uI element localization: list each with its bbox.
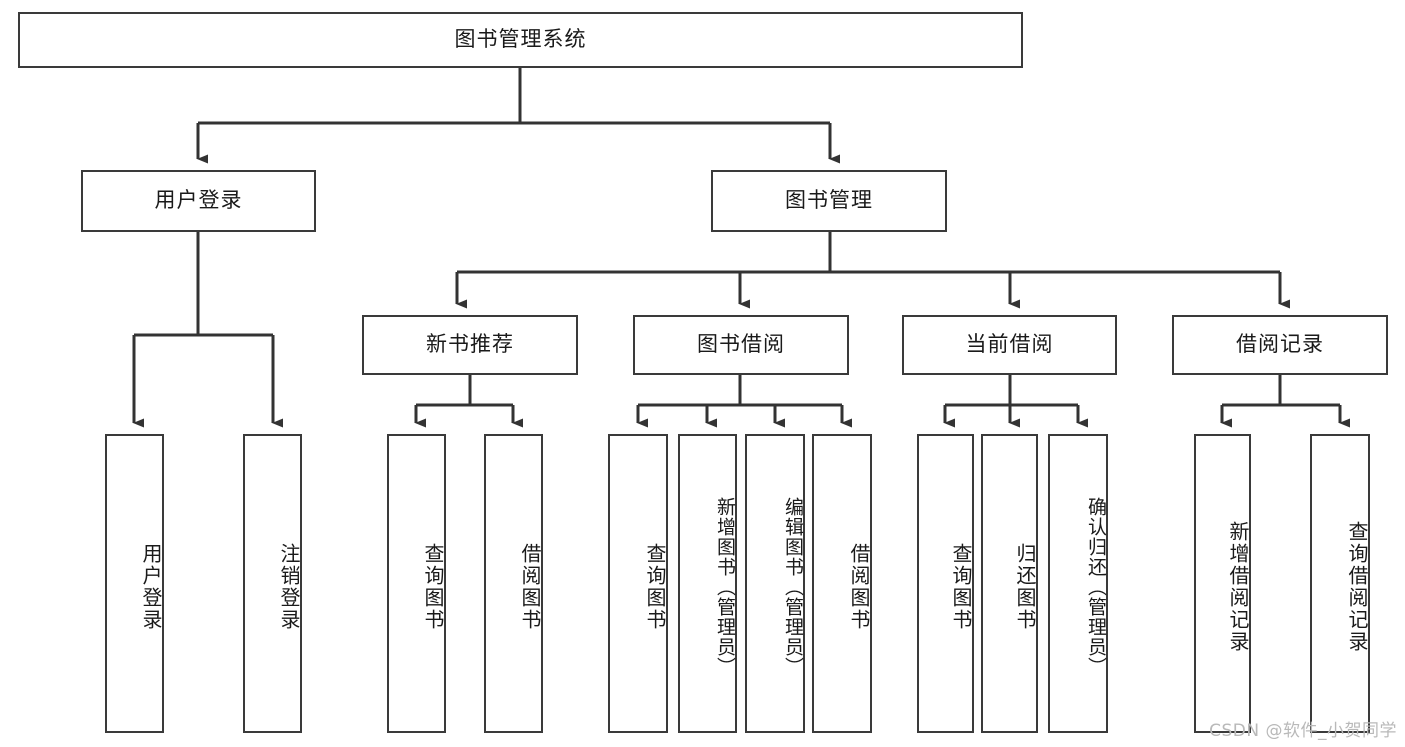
leaf-query-book-2-label: 查询图书	[643, 542, 667, 631]
leaf-confirm-return-label: 确认归还（管理员）	[1085, 496, 1107, 677]
node-current-borrow-label: 当前借阅	[965, 332, 1054, 357]
leaf-borrow-book-1[interactable]: 借阅图书	[484, 434, 543, 733]
leaf-logout-login-label: 注销登录	[277, 542, 301, 631]
node-borrow-record[interactable]: 借阅记录	[1172, 315, 1388, 375]
node-user-login-label: 用户登录	[154, 188, 243, 213]
leaf-query-book-2[interactable]: 查询图书	[608, 434, 668, 733]
leaf-borrow-book-1-label: 借阅图书	[518, 542, 542, 631]
node-root[interactable]: 图书管理系统	[18, 12, 1023, 68]
leaf-edit-book[interactable]: 编辑图书（管理员）	[745, 434, 805, 733]
leaf-add-record[interactable]: 新增借阅记录	[1194, 434, 1251, 733]
leaf-query-book-3-label: 查询图书	[949, 542, 973, 631]
leaf-logout-login[interactable]: 注销登录	[243, 434, 302, 733]
node-borrow-record-label: 借阅记录	[1236, 332, 1324, 357]
leaf-borrow-book-2[interactable]: 借阅图书	[812, 434, 872, 733]
leaf-query-book-1[interactable]: 查询图书	[387, 434, 446, 733]
leaf-user-login-label: 用户登录	[139, 542, 163, 631]
leaf-add-book[interactable]: 新增图书（管理员）	[678, 434, 737, 733]
leaf-confirm-return[interactable]: 确认归还（管理员）	[1048, 434, 1108, 733]
node-book-borrow[interactable]: 图书借阅	[633, 315, 849, 375]
leaf-query-record[interactable]: 查询借阅记录	[1310, 434, 1370, 733]
leaf-return-book-label: 归还图书	[1013, 542, 1037, 631]
leaf-add-record-label: 新增借阅记录	[1226, 520, 1250, 653]
node-current-borrow[interactable]: 当前借阅	[902, 315, 1117, 375]
node-book-manage[interactable]: 图书管理	[711, 170, 947, 232]
leaf-return-book[interactable]: 归还图书	[981, 434, 1038, 733]
leaf-user-login[interactable]: 用户登录	[105, 434, 164, 733]
leaf-query-book-1-label: 查询图书	[421, 542, 445, 631]
node-user-login[interactable]: 用户登录	[81, 170, 316, 232]
watermark-text: CSDN @软件_小贺同学	[1209, 721, 1397, 741]
leaf-add-book-label: 新增图书（管理员）	[714, 496, 736, 677]
node-book-borrow-label: 图书借阅	[697, 332, 785, 357]
leaf-query-record-label: 查询借阅记录	[1345, 520, 1369, 653]
node-root-label: 图书管理系统	[454, 27, 587, 52]
leaf-query-book-3[interactable]: 查询图书	[917, 434, 974, 733]
node-new-book-recommend-label: 新书推荐	[426, 332, 514, 357]
node-book-manage-label: 图书管理	[785, 188, 873, 213]
node-new-book-recommend[interactable]: 新书推荐	[362, 315, 578, 375]
leaf-edit-book-label: 编辑图书（管理员）	[782, 496, 804, 677]
leaf-borrow-book-2-label: 借阅图书	[847, 542, 871, 631]
